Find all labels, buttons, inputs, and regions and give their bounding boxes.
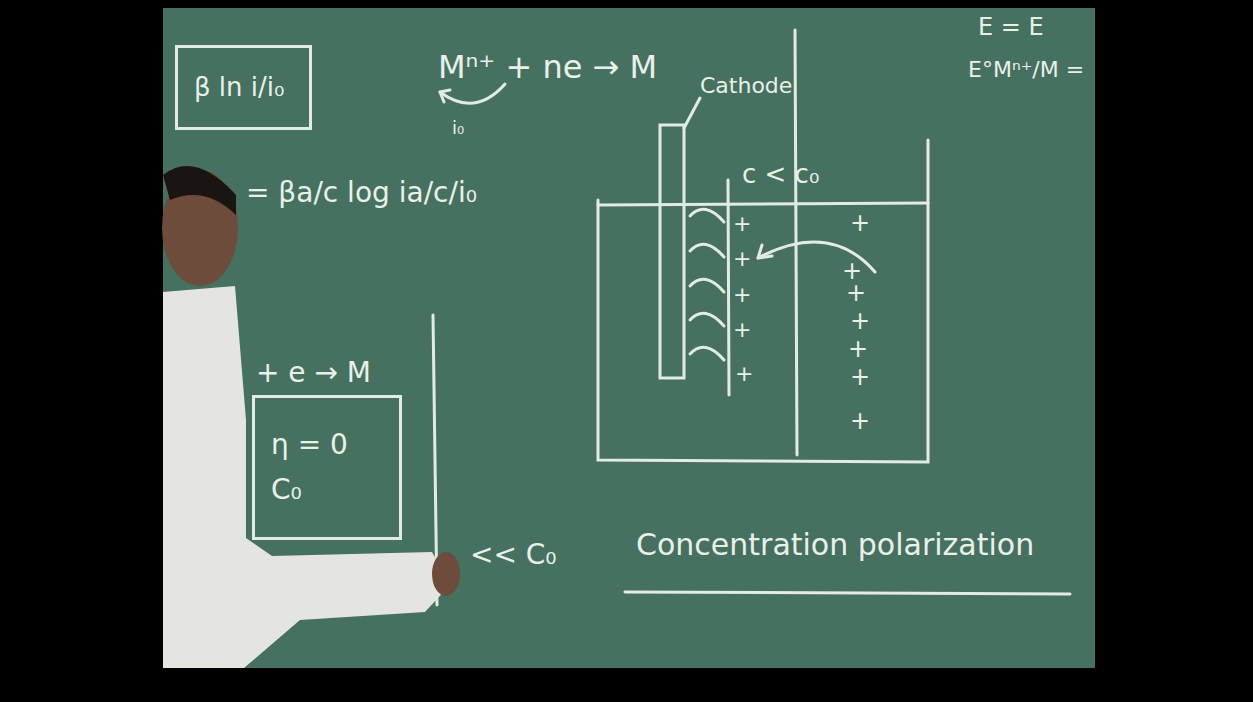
- ion-transfer-arc: [690, 279, 724, 292]
- potential-equation: E = E: [978, 14, 1044, 40]
- reaction-equation: Mⁿ⁺ + ne → M: [438, 50, 657, 85]
- positive-ion: +: [733, 247, 751, 271]
- ion-transfer-arc: [690, 313, 724, 326]
- ion-transfer-arc: [690, 244, 724, 257]
- beaker-outline: [598, 140, 928, 462]
- ion-transfer-arc: [690, 209, 724, 222]
- positive-ion: +: [733, 212, 751, 236]
- positive-ion: +: [850, 408, 870, 434]
- lecturer-hand: [432, 552, 460, 596]
- double-layer-line: [728, 180, 729, 395]
- standard-potential: E°Mⁿ⁺/M =: [968, 58, 1084, 82]
- concentration-relation: c < c₀: [742, 160, 819, 189]
- electrode-name: Cathode: [700, 74, 792, 98]
- positive-ion: +: [733, 318, 751, 342]
- arrow-head: [440, 90, 450, 102]
- concentration-relation: << C₀: [470, 540, 557, 571]
- positive-ion: +: [735, 362, 753, 386]
- chalkboard: [163, 8, 1095, 668]
- positive-ion: +: [850, 210, 870, 236]
- ion-transfer-arc: [690, 347, 724, 360]
- formula-text: η = 0: [271, 430, 348, 461]
- lecturer: [162, 166, 460, 668]
- cathode-plate: [660, 125, 684, 378]
- section-title: Concentration polarization: [636, 528, 1034, 561]
- positive-ion: +: [846, 280, 866, 306]
- formula-text: β ln i/i₀: [194, 73, 284, 102]
- current-symbol: i₀: [452, 118, 464, 138]
- lecturer-hair: [163, 166, 236, 215]
- reaction-curved-arrow: [440, 84, 505, 103]
- title-underline: [625, 592, 1070, 594]
- reaction-equation: + e → M: [256, 358, 371, 389]
- positive-ion: +: [850, 364, 870, 390]
- formula-text: C₀: [271, 475, 302, 506]
- positive-ion: +: [848, 336, 868, 362]
- arrow-head: [758, 245, 772, 258]
- tafel-equation: = βa/c log ia/c/i₀: [246, 178, 477, 209]
- lecturer-shirt: [163, 286, 450, 668]
- electrolyte-surface: [598, 203, 928, 205]
- formula-box: β ln i/i₀: [175, 45, 312, 130]
- positive-ion: +: [850, 308, 870, 334]
- cathode-leader-line: [684, 98, 700, 128]
- formula-box: η = 0 C₀: [252, 395, 402, 540]
- positive-ion: +: [733, 283, 751, 307]
